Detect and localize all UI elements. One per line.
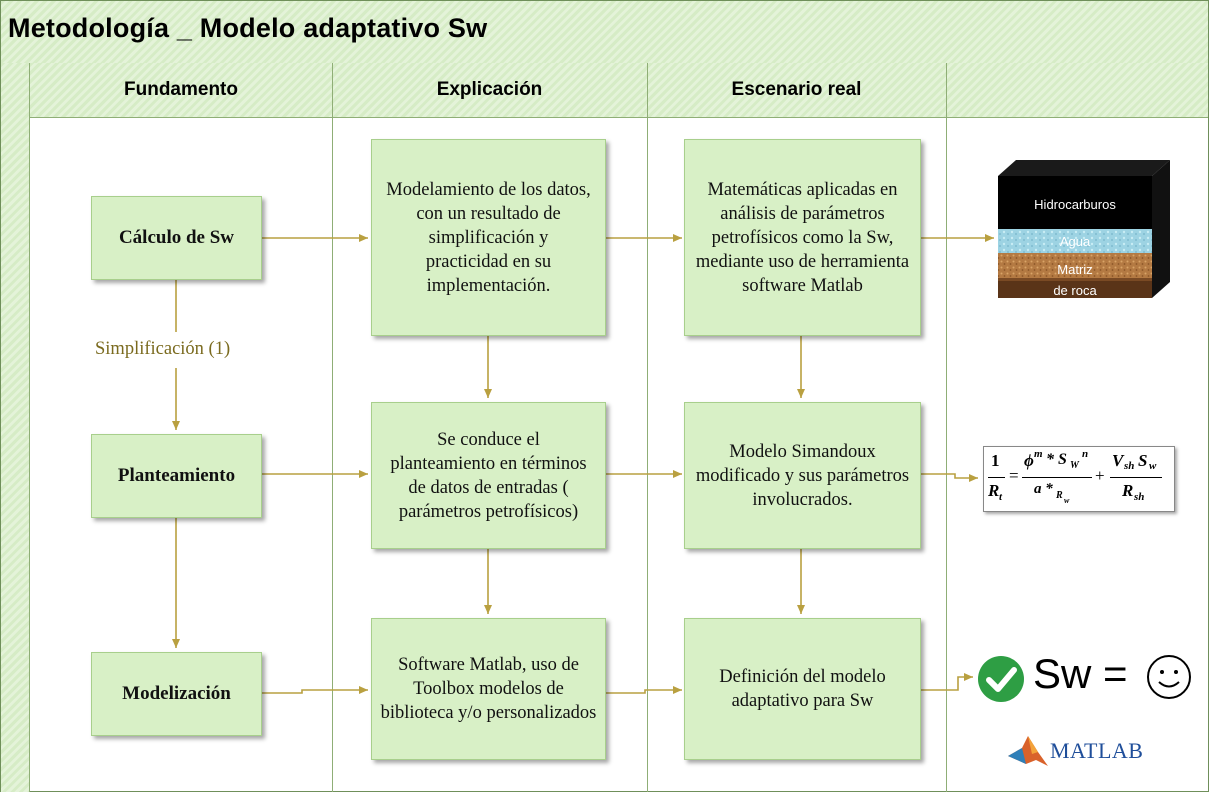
formula-t1-mid: * S [1046, 451, 1067, 468]
box-escenario-2: Modelo Simandoux modificado y sus paráme… [684, 402, 921, 549]
formula-t1-phi: ϕ [1024, 451, 1034, 470]
column-divider-2 [647, 63, 648, 792]
box-calculo-sw: Cálculo de Sw [91, 196, 262, 280]
header-row: Fundamento Explicación Escenario real [30, 63, 1208, 118]
arrow-modelizacion-to-explicacion [262, 686, 368, 694]
formula-t2-bar [1110, 477, 1162, 478]
matlab-logo-icon [1008, 736, 1048, 766]
cube-label-de-roca: de roca [1053, 283, 1097, 298]
column-divider-3 [946, 63, 947, 792]
formula-lhs-den: R [988, 481, 1000, 500]
formula-t2-s: S [1138, 451, 1148, 470]
arrow-explicacion-to-escenario-3 [606, 686, 682, 694]
formula-t2-den-sub: sh [1134, 491, 1145, 503]
result-sw-equals: Sw = [1033, 650, 1128, 697]
formula-t1-sub-w: W [1070, 460, 1079, 471]
box-planteamiento: Planteamiento [91, 434, 262, 518]
formula-t2-v-sub: sh [1124, 460, 1135, 472]
box-explicacion-1: Modelamiento de los datos, con un result… [371, 139, 606, 336]
formula-equals: = [1009, 466, 1019, 485]
cube-label-matriz: Matriz [1057, 262, 1093, 277]
formula-plus: + [1095, 466, 1105, 485]
reservoir-cube-illustration [998, 160, 1170, 298]
cube-label-agua: Agua [1059, 234, 1091, 249]
box-escenario-3: Definición del modelo adaptativo para Sw [684, 618, 921, 760]
formula-lhs-bar [988, 477, 1005, 478]
box-explicacion-3: Software Matlab, uso de Toolbox modelos … [371, 618, 606, 760]
formula-t1-den-sub: R [1056, 490, 1063, 501]
simandoux-formula: 1 R t = ϕ m * S W n a * R w + V sh S w R… [983, 446, 1175, 512]
box-modelizacion: Modelización [91, 652, 262, 736]
formula-t1-den-sub2: w [1064, 496, 1070, 505]
formula-t2-v: V [1112, 451, 1124, 470]
formula-t1-sup-m: m [1034, 448, 1043, 460]
formula-t1-bar [1022, 477, 1092, 478]
box-explicacion-2: Se conduce el planteamiento en términos … [371, 402, 606, 549]
arrow-escenario-to-result [921, 673, 973, 691]
column-header-explicacion: Explicación [436, 79, 543, 100]
formula-t1-sup-n: n [1082, 448, 1089, 460]
check-icon [978, 656, 1024, 702]
column-header-fundamento: Fundamento [124, 79, 238, 100]
smiley-icon [1147, 655, 1191, 699]
formula-t2-s-sub: w [1149, 460, 1157, 472]
column-header-escenario: Escenario real [731, 79, 862, 100]
diagram-title: Metodología _ Modelo adaptativo Sw [8, 13, 488, 43]
column-divider-1 [332, 63, 333, 792]
matlab-logo-text: MATLAB [1050, 738, 1144, 763]
formula-t1-den: a * [1034, 481, 1053, 497]
label-simplificacion: Simplificación (1) [95, 339, 231, 359]
arrow-escenario-to-formula [921, 473, 978, 482]
left-strip [1, 63, 30, 792]
formula-lhs-num: 1 [991, 451, 1000, 470]
box-escenario-1: Matemáticas aplicadas en análisis de par… [684, 139, 921, 336]
formula-lhs-den-sub: t [999, 491, 1003, 503]
formula-t2-den: R [1122, 481, 1134, 500]
cube-label-hidrocarburos: Hidrocarburos [1034, 197, 1116, 212]
